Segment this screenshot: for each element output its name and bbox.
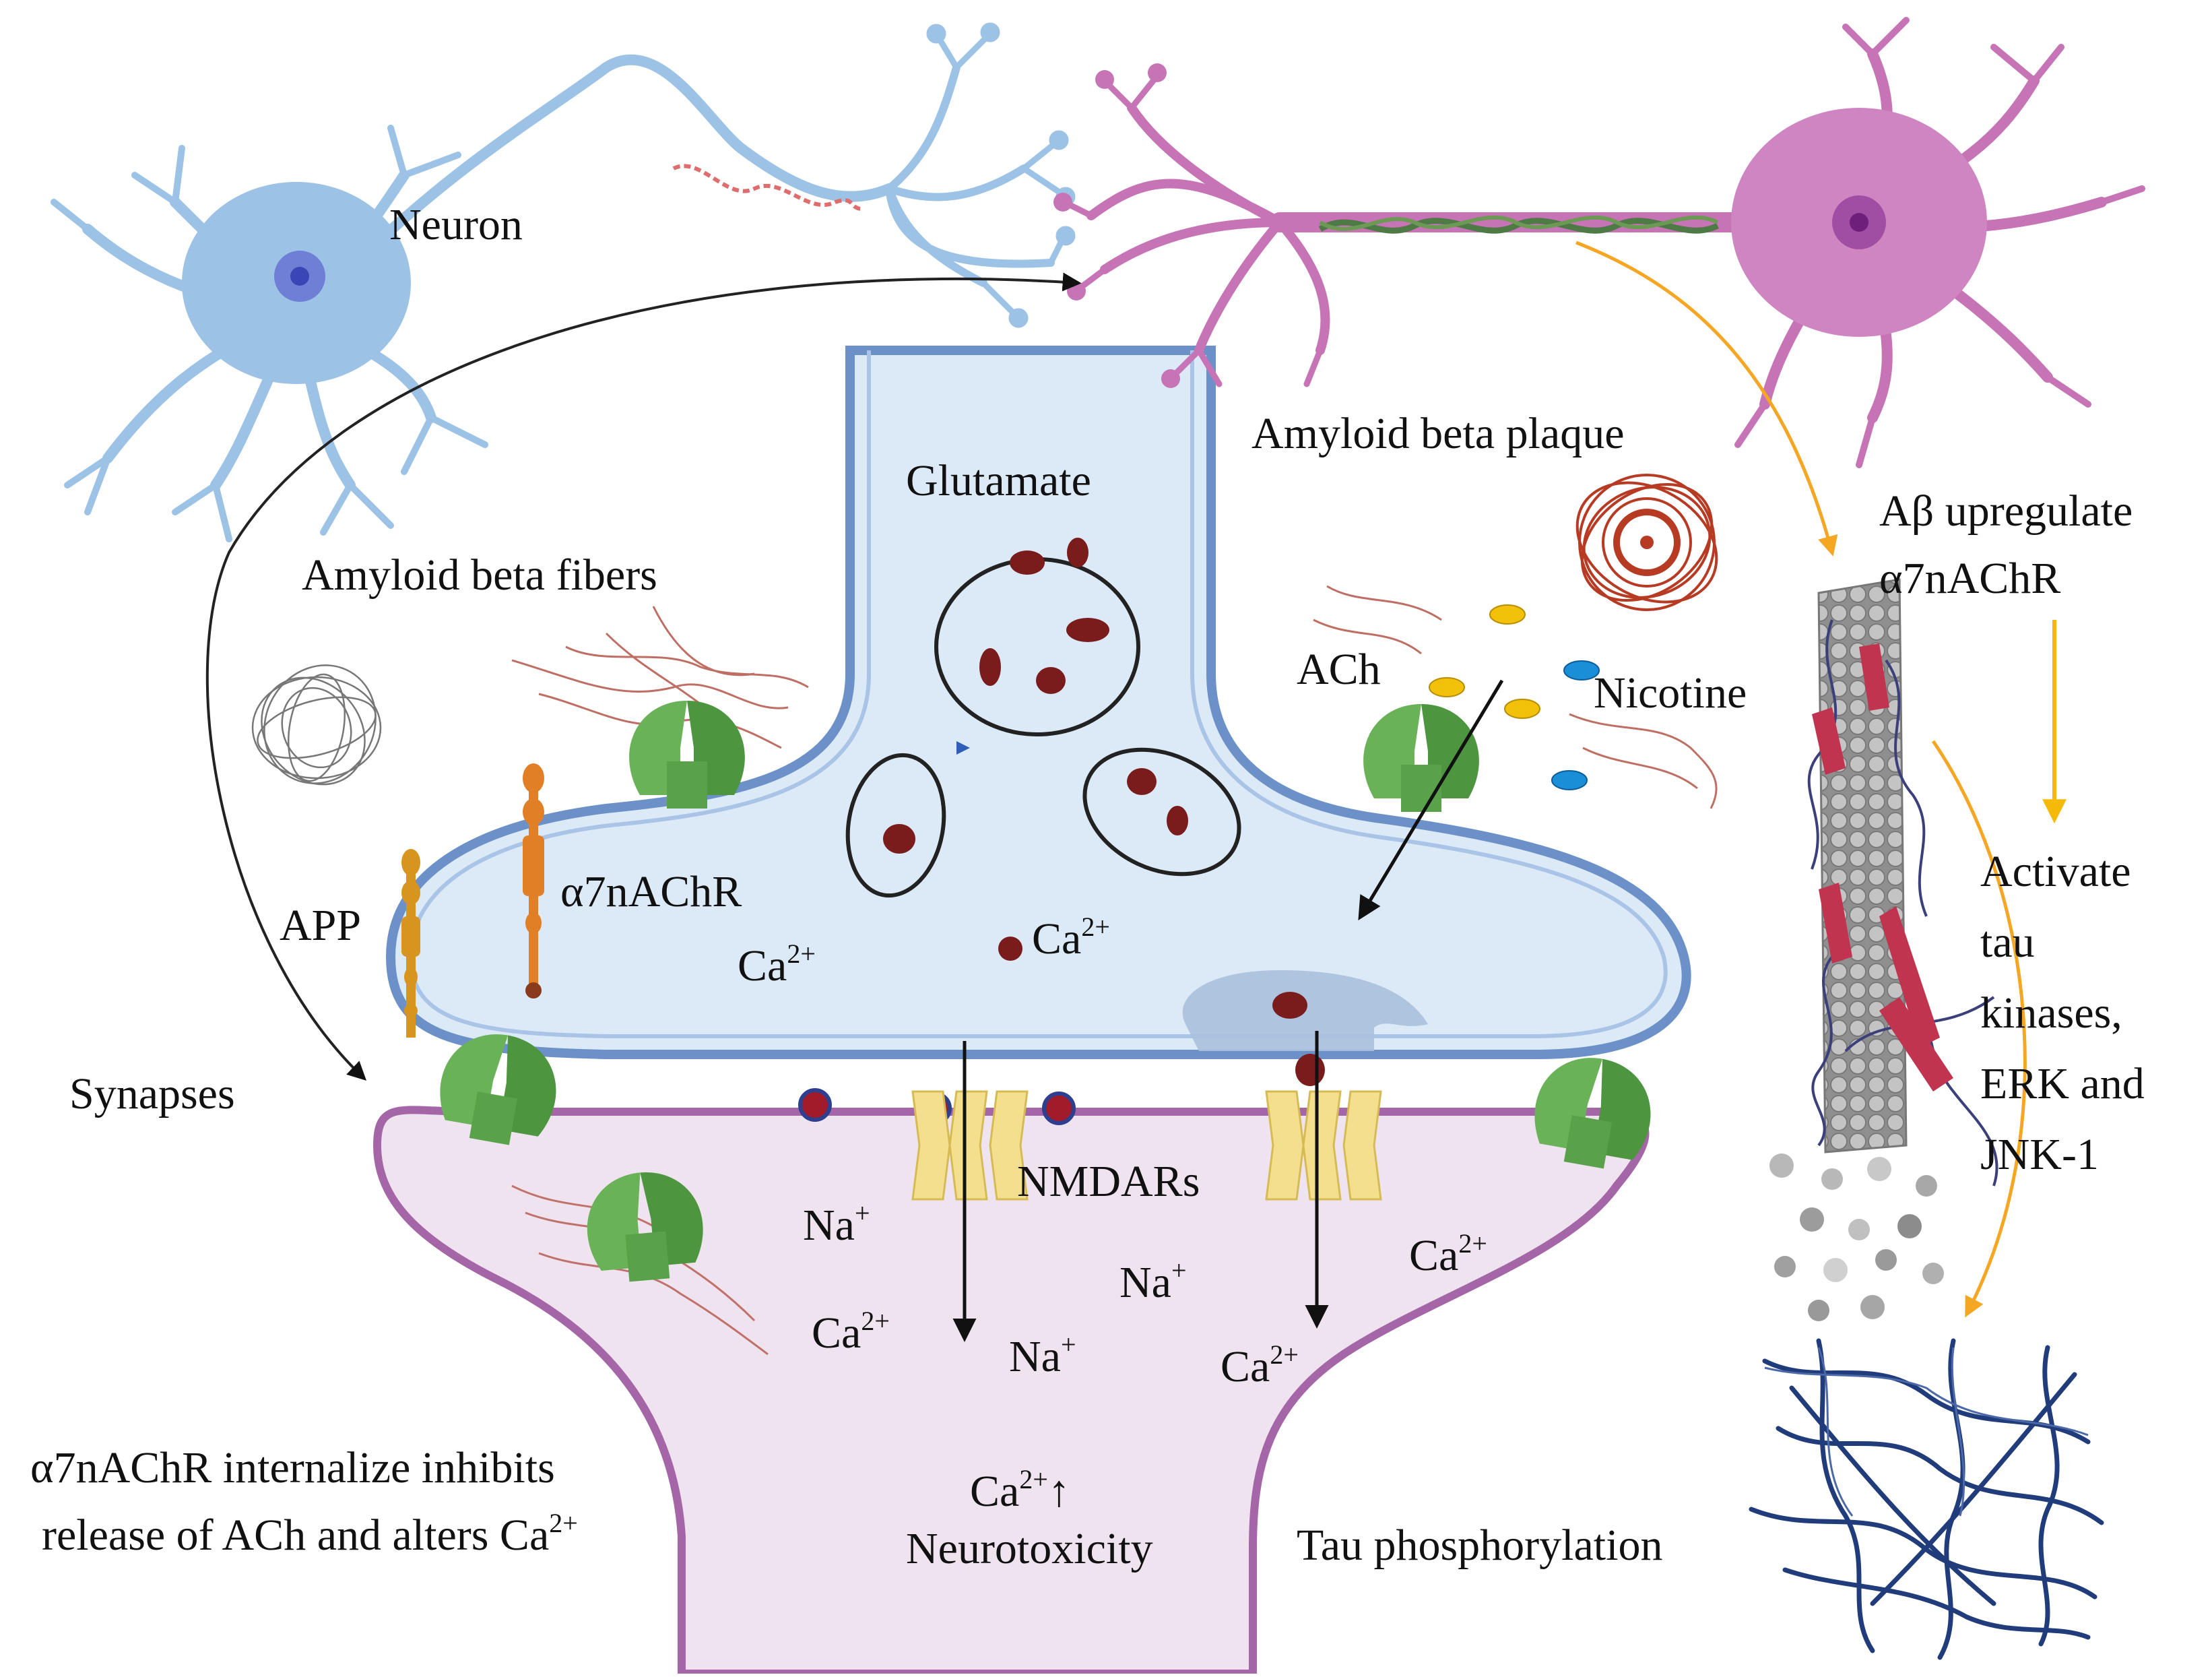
microtubule <box>1807 578 1998 1186</box>
label-na-3: Na+ <box>1009 1329 1076 1381</box>
orange-a7nachr-stick <box>523 763 544 999</box>
tubulin-dots <box>1769 1153 1944 1321</box>
label-internalize-line1: α7nAChR internalize inhibits <box>30 1443 555 1492</box>
orange-arrow-to-microtubule <box>1575 241 1838 557</box>
label-nmdars: NMDARs <box>1017 1157 1200 1206</box>
amyloid-fiber-tangle <box>251 664 382 786</box>
amyloid-fibers-right <box>1313 585 1718 809</box>
label-activate-5: JNK-1 <box>1980 1130 2099 1179</box>
pink-axon-helix <box>1318 218 1720 234</box>
nmdar-left <box>911 1090 1029 1201</box>
label-nicotine: Nicotine <box>1594 668 1747 718</box>
label-ca-post-1: Ca2+ <box>812 1306 890 1358</box>
label-a7nachr: α7nAChR <box>560 867 742 916</box>
label-activate-1: Activate <box>1980 847 2131 896</box>
label-ca-pre-center: Ca2+ <box>1032 912 1110 963</box>
label-ach: ACh <box>1297 645 1381 694</box>
vesicle-small-left <box>845 753 946 898</box>
ach-molecules <box>1429 604 1540 719</box>
vesicle-small-right <box>1082 747 1241 877</box>
label-activate-4: ERK and <box>1980 1059 2145 1108</box>
orange-arrow-to-tangle <box>1931 740 2027 1318</box>
vesicle-large <box>934 538 1140 736</box>
label-internalize-line2: release of ACh and alters Ca2+ <box>42 1508 578 1560</box>
label-glutamate: Glutamate <box>906 456 1091 505</box>
label-ca-up: Ca2+↑ <box>970 1464 1070 1516</box>
a7nachr-receptors <box>440 701 1651 1282</box>
label-neurotoxicity: Neurotoxicity <box>906 1524 1153 1573</box>
label-ca-pre-left: Ca2+ <box>738 939 816 990</box>
label-activate-2: tau <box>1980 918 2035 967</box>
label-ab-upregulate-2: α7nAChR <box>1879 554 2060 603</box>
label-tau-phosphorylation: Tau phosphorylation <box>1297 1521 1662 1570</box>
label-synapses: Synapses <box>69 1069 235 1118</box>
nicotine-molecules <box>1551 660 1600 790</box>
label-na-1: Na+ <box>803 1198 870 1250</box>
blue-axon-helix <box>672 164 863 211</box>
app-protein <box>401 849 420 1038</box>
label-ab-upregulate-1: Aβ upregulate <box>1879 486 2133 536</box>
nmdar-right <box>1265 1090 1382 1201</box>
label-neuron: Neuron <box>389 200 523 249</box>
label-activate-3: kinases, <box>1980 988 2122 1038</box>
label-app: APP <box>280 901 361 950</box>
label-na-2: Na+ <box>1119 1255 1187 1307</box>
amyloid-fibers-left <box>511 606 809 749</box>
synapse-curve-arrow <box>205 272 1082 1081</box>
ligand-arrow <box>1358 679 1504 921</box>
label-amyloid-beta-plaque: Amyloid beta plaque <box>1251 409 1625 458</box>
label-ca-post-3: Ca2+ <box>1409 1228 1487 1280</box>
amyloid-plaque <box>1575 474 1718 611</box>
label-ca-post-2: Ca2+ <box>1221 1339 1299 1391</box>
label-amyloid-beta-fibers: Amyloid beta fibers <box>302 550 657 600</box>
